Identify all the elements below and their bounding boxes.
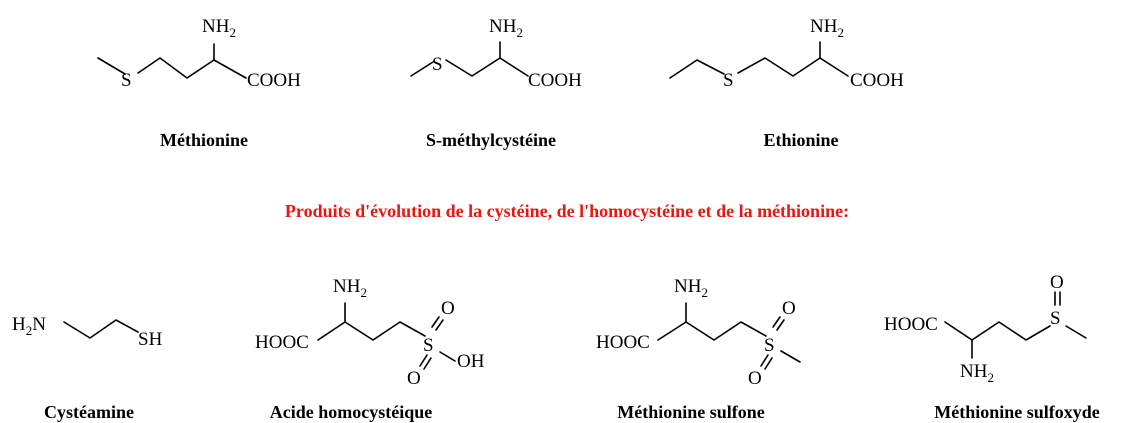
atom-nh2: NH2 (333, 276, 367, 300)
atom-s: S (121, 70, 132, 91)
bond (760, 354, 773, 370)
atom-o: O (748, 368, 762, 389)
atom-nh2: NH2 (960, 361, 994, 385)
atom-s: S (723, 70, 734, 91)
structure-cysteamine: H2N SH (12, 314, 163, 350)
compound-name-methionine: Méthionine (160, 130, 248, 150)
structure-s-methylcysteine: S NH2 COOH (410, 16, 582, 91)
atom-nh2: NH2 (674, 276, 708, 300)
compound-name-cysteamine: Cystéamine (44, 402, 134, 422)
atom-s: S (764, 335, 775, 356)
bond (439, 351, 456, 362)
bond (63, 319, 139, 339)
structure-ethionine: S NH2 COOH (669, 16, 904, 91)
atom-nh2: NH2 (202, 16, 236, 40)
atom-hooc: HOOC (596, 332, 650, 353)
bond (431, 316, 444, 331)
atom-h2n: H2N (12, 314, 46, 338)
atom-o: O (407, 368, 421, 389)
atom-o: O (782, 298, 796, 319)
bond (944, 321, 1051, 341)
bond (1065, 325, 1087, 339)
atom-nh2: NH2 (810, 16, 844, 40)
section-heading: Produits d'évolution de la cystéine, de … (285, 201, 849, 221)
compound-name-methionine-sulfone: Méthionine sulfone (617, 402, 765, 422)
bond (657, 321, 767, 341)
structure-homocysteic-acid: HOOC NH2 S O O OH (255, 276, 485, 389)
atom-oh: OH (457, 351, 485, 372)
compound-name-methionine-sulfoxide: Méthionine sulfoxyde (934, 402, 1100, 422)
bond (772, 316, 785, 331)
bond (97, 57, 247, 79)
structure-methionine-sulfone: HOOC NH2 S O O (596, 276, 801, 389)
bond (780, 350, 801, 363)
atom-nh2: NH2 (489, 16, 523, 40)
atom-o: O (1050, 272, 1064, 293)
atom-cooh: COOH (850, 70, 904, 91)
bond (1054, 291, 1061, 306)
atom-hooc: HOOC (255, 332, 309, 353)
atom-sh: SH (138, 329, 163, 350)
compound-name-s-methylcysteine: S-méthylcystéine (426, 130, 556, 150)
compound-name-ethionine: Ethionine (763, 130, 838, 150)
atom-s: S (423, 335, 434, 356)
atom-o: O (441, 298, 455, 319)
bond (317, 321, 426, 341)
bond (410, 57, 529, 77)
atom-cooh: COOH (528, 70, 582, 91)
atom-hooc: HOOC (884, 314, 938, 335)
atom-s: S (1050, 308, 1061, 329)
atom-s: S (432, 54, 443, 75)
atom-cooh: COOH (247, 70, 301, 91)
bond (669, 57, 849, 79)
compound-name-homocysteic-acid: Acide homocystéique (270, 402, 432, 422)
bond (419, 354, 432, 370)
structure-methionine-sulfoxide: HOOC NH2 S O (884, 272, 1087, 385)
structure-methionine: S NH2 COOH (97, 16, 301, 91)
